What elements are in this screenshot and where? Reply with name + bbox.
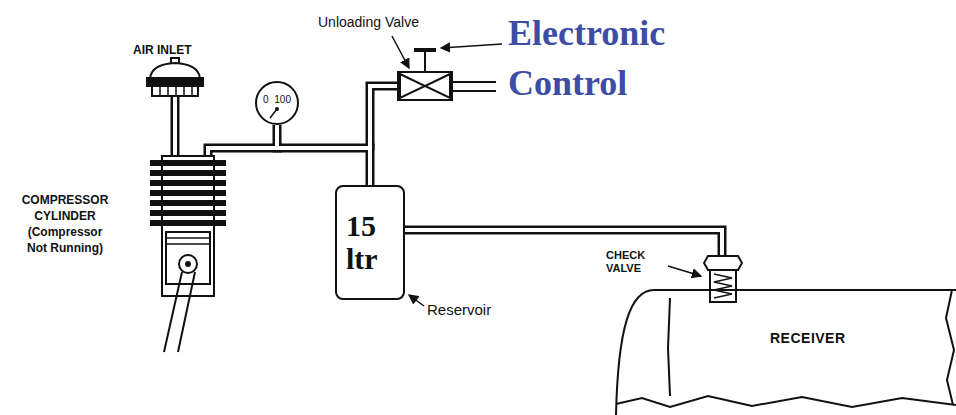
inlet-pipe bbox=[171, 96, 180, 158]
wrist-pin bbox=[179, 255, 197, 273]
break-line bbox=[946, 290, 954, 405]
check-valve-spring bbox=[714, 274, 732, 298]
valve-handle bbox=[414, 48, 436, 52]
cooling-fin bbox=[150, 170, 226, 176]
filter-body bbox=[152, 86, 198, 96]
control-label: Electronic Control bbox=[508, 8, 728, 108]
check-valve bbox=[704, 256, 742, 302]
check-valve-body bbox=[710, 270, 736, 302]
valve-body bbox=[398, 72, 452, 100]
pipe-connector bbox=[405, 230, 722, 290]
outlet-pipe bbox=[208, 148, 282, 158]
leader-line bbox=[392, 36, 409, 68]
filter-cap bbox=[150, 63, 200, 78]
cooling-fin bbox=[150, 210, 226, 216]
pipe-inner-layer bbox=[175, 86, 722, 290]
tank-drawing bbox=[612, 288, 956, 415]
receiver-tank: RECEIVER bbox=[612, 288, 956, 415]
air-filter bbox=[147, 58, 203, 96]
node-text: 0 bbox=[263, 94, 269, 106]
check-valve-nut bbox=[704, 256, 742, 270]
tank-seam bbox=[668, 298, 670, 396]
valve-pipe bbox=[370, 86, 400, 150]
leader-line bbox=[668, 266, 701, 276]
part-label: AIR INLET bbox=[133, 43, 192, 57]
valve-wedge bbox=[425, 74, 450, 98]
cooling-fin bbox=[150, 180, 226, 186]
connecting-rod bbox=[164, 272, 182, 352]
inlet-pipe bbox=[173, 96, 177, 158]
leader-line bbox=[441, 44, 502, 48]
piston-rings bbox=[166, 238, 210, 244]
cooling-fin bbox=[150, 220, 226, 226]
control-wire bbox=[452, 81, 496, 83]
cooling-fin bbox=[150, 200, 226, 206]
reservoir-tank: 15 ltr bbox=[335, 185, 405, 300]
filter-rim bbox=[147, 78, 203, 86]
gauge-hub bbox=[275, 107, 279, 111]
outlet-pipe bbox=[208, 148, 282, 158]
valve-pipe bbox=[370, 86, 400, 150]
tank-outline bbox=[616, 290, 956, 415]
leader-line bbox=[409, 295, 424, 306]
pressure-gauge: 0 100 bbox=[255, 81, 299, 125]
part-label: CHECK VALVE bbox=[606, 249, 664, 275]
part-label: Reservoir bbox=[427, 301, 491, 318]
pipe-connector bbox=[277, 125, 370, 185]
cooling-fin bbox=[150, 190, 226, 196]
connecting-rod bbox=[178, 272, 195, 352]
filter-ribs bbox=[160, 86, 192, 96]
piston bbox=[166, 232, 210, 284]
pipe-bore bbox=[405, 230, 722, 290]
valve-stem bbox=[424, 51, 426, 72]
control-wire bbox=[452, 90, 496, 92]
node-text: RECEIVER bbox=[770, 330, 956, 346]
valve-wedge bbox=[400, 74, 425, 98]
node-text: 15 ltr bbox=[346, 209, 397, 275]
unloading-valve bbox=[398, 50, 496, 100]
pipe-outer-layer bbox=[175, 86, 722, 290]
wrist-pin-center bbox=[185, 261, 191, 267]
cooling-fin bbox=[150, 160, 226, 166]
node-text: 100 bbox=[274, 94, 291, 106]
compressor-cylinder bbox=[150, 156, 226, 352]
part-label: Unloading Valve bbox=[318, 14, 419, 30]
part-label: COMPRESSOR CYLINDER (Compressor Not Runn… bbox=[18, 192, 112, 256]
break-line bbox=[616, 396, 956, 407]
pipe-bore bbox=[277, 125, 370, 185]
